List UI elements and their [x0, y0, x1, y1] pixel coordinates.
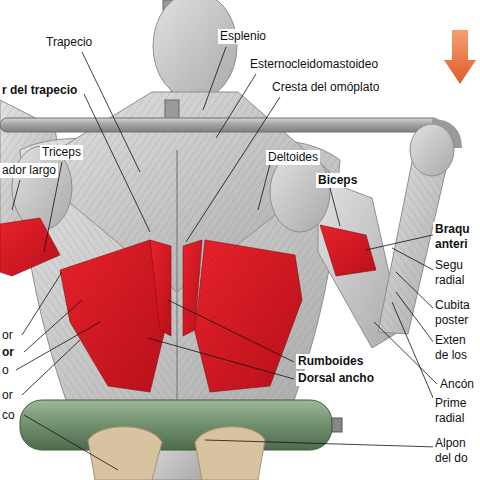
- left-thigh: [88, 427, 162, 480]
- muscle-label: Biceps: [316, 173, 359, 188]
- right-teres: [320, 225, 376, 276]
- muscle-label: Alpon del do: [433, 436, 479, 466]
- muscle-label: Triceps: [40, 145, 83, 160]
- muscle-label: co: [0, 408, 17, 423]
- muscle-label: Esternocleidomastoideo: [248, 57, 380, 72]
- left-latissimus: [60, 240, 165, 392]
- muscle-fibers: [195, 240, 302, 392]
- pulldown-bar: [0, 118, 440, 132]
- left-teres: [0, 218, 60, 276]
- muscle-label: or: [0, 328, 15, 343]
- muscle-label: Trapecio: [44, 35, 94, 50]
- muscle-label: Ancón: [438, 377, 476, 392]
- muscle-label: Segu radial: [433, 258, 479, 288]
- muscle-label: or: [0, 388, 15, 403]
- muscle-label: Deltoides: [266, 150, 320, 165]
- muscle-label: Braqu anteri: [433, 222, 479, 252]
- right-thigh: [195, 427, 265, 480]
- head: [153, 0, 237, 100]
- muscle-label: Cresta del omóplato: [270, 80, 381, 95]
- muscle-label: o: [0, 363, 11, 378]
- muscle-label: r del trapecio: [0, 83, 79, 98]
- direction-arrow: [444, 30, 476, 84]
- muscle-label: Exten de los: [433, 333, 479, 363]
- muscle-label: or: [0, 345, 16, 360]
- muscle-label: Rumboides: [296, 354, 365, 369]
- muscle-label: ador largo: [0, 163, 58, 178]
- hand: [410, 124, 454, 176]
- muscle-label: Cubita poster: [433, 298, 479, 328]
- muscle-label: Esplenio: [218, 29, 268, 44]
- right-latissimus: [195, 240, 302, 392]
- left-rhomboid: [150, 240, 171, 336]
- muscle-label: Prime radial: [433, 396, 479, 426]
- muscle-label: Dorsal ancho: [296, 371, 376, 386]
- leader-lines: [12, 47, 437, 470]
- muscle-fibers: [60, 240, 165, 392]
- pad-rod: [332, 418, 342, 432]
- spine: [176, 150, 178, 425]
